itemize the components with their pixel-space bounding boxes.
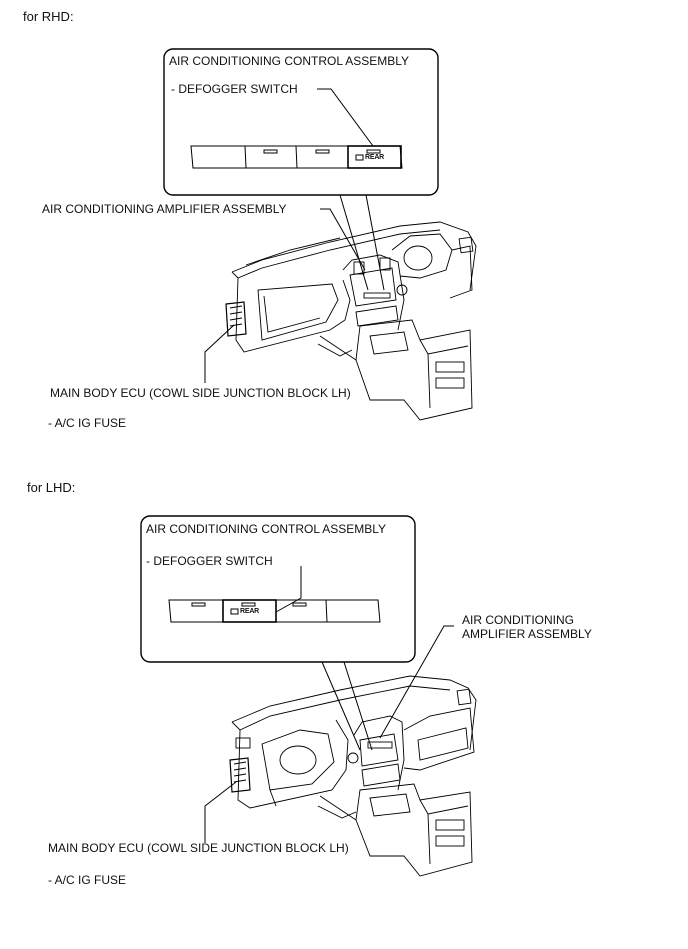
lhd-fuse-label: - A/C IG FUSE bbox=[48, 873, 127, 887]
rhd-fuse-label: - A/C IG FUSE bbox=[48, 416, 127, 430]
rhd-dashboard-illustration bbox=[225, 221, 477, 421]
rhd-callout-box bbox=[163, 48, 439, 196]
lhd-control-assembly-label: AIR CONDITIONING CONTROL ASSEMBLY bbox=[146, 522, 387, 536]
rhd-main-body-ecu-label: MAIN BODY ECU (COWL SIDE JUNCTION BLOCK … bbox=[50, 386, 351, 400]
lhd-defogger-switch-label: - DEFOGGER SWITCH bbox=[146, 554, 273, 568]
rhd-heading: for RHD: bbox=[23, 9, 74, 24]
rhd-ecu-leader bbox=[204, 324, 235, 383]
lhd-ecu-leader bbox=[204, 781, 237, 843]
rhd-defogger-leader bbox=[317, 88, 374, 147]
rhd-rear-button-label: REAR bbox=[365, 154, 385, 161]
rhd-switch-panel bbox=[190, 145, 403, 169]
lhd-callout-box bbox=[140, 515, 416, 663]
lhd-section bbox=[140, 515, 477, 877]
lhd-amplifier-leader bbox=[379, 625, 454, 739]
rhd-amplifier-leader bbox=[320, 208, 366, 271]
lhd-main-body-ecu-label: MAIN BODY ECU (COWL SIDE JUNCTION BLOCK … bbox=[48, 841, 349, 855]
lhd-heading: for LHD: bbox=[27, 480, 76, 495]
lhd-amplifier-label-line2: AMPLIFIER ASSEMBLY bbox=[462, 627, 592, 641]
lhd-defogger-leader bbox=[275, 566, 302, 613]
rhd-defogger-switch-label: - DEFOGGER SWITCH bbox=[171, 82, 298, 96]
lhd-amplifier-label-line1: AIR CONDITIONING bbox=[462, 613, 575, 627]
lhd-defogger-icon bbox=[230, 608, 239, 615]
rhd-section bbox=[163, 48, 477, 421]
rhd-defogger-icon bbox=[355, 154, 364, 161]
rhd-amplifier-label: AIR CONDITIONING AMPLIFIER ASSEMBLY bbox=[42, 202, 287, 216]
lhd-control-leader bbox=[321, 661, 361, 751]
rhd-control-assembly-label: AIR CONDITIONING CONTROL ASSEMBLY bbox=[169, 54, 410, 68]
lhd-rear-button-label: REAR bbox=[240, 608, 260, 615]
lhd-dashboard-illustration bbox=[229, 675, 477, 877]
lhd-switch-panel bbox=[168, 599, 381, 623]
